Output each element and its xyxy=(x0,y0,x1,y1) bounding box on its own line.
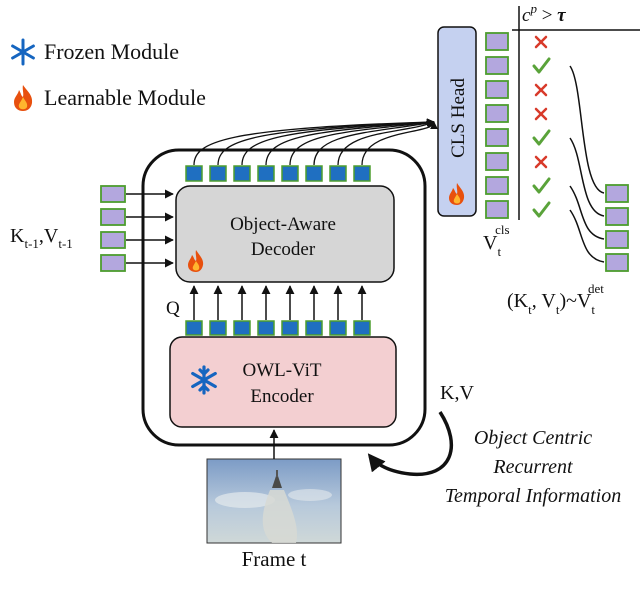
snowflake-icon xyxy=(8,38,38,66)
recurrent-arrow xyxy=(367,411,454,476)
selection-curve xyxy=(569,209,605,263)
object-aware-decoder xyxy=(175,185,395,283)
threshold-condition: cp > τ xyxy=(522,1,566,26)
encoder-token xyxy=(257,320,275,336)
decoder-to-cls-arrow xyxy=(193,118,435,166)
selection-curve xyxy=(569,137,605,217)
owl-vit-encoder xyxy=(169,336,397,428)
detected-token xyxy=(605,253,629,272)
kv-label: K,V xyxy=(440,382,474,404)
decoder-token xyxy=(329,165,347,182)
selection-curves xyxy=(569,65,605,263)
decoder-token xyxy=(353,165,371,182)
previous-kv-tokens xyxy=(100,185,174,272)
query-arrows xyxy=(189,285,367,320)
legend-learnable: Learnable Module xyxy=(8,84,206,112)
decoder-title-line2: Decoder xyxy=(251,239,316,260)
query-label: Q xyxy=(166,298,180,319)
encoder-snowflake-icon xyxy=(191,365,217,395)
encoder-token xyxy=(353,320,371,336)
flame-icon xyxy=(8,84,38,112)
encoder-output-tokens xyxy=(185,320,371,336)
frame-image xyxy=(206,458,342,544)
detected-token xyxy=(605,230,629,249)
detected-token xyxy=(605,184,629,203)
classification-marks xyxy=(532,35,551,218)
decoder-token xyxy=(185,165,203,182)
decoder-to-cls-arrow xyxy=(337,120,435,166)
encoder-title-line1: OWL-ViT xyxy=(242,360,321,381)
prev-kv-token xyxy=(100,185,126,203)
cls-token xyxy=(485,200,509,219)
decoder-token xyxy=(305,165,323,182)
decoder-to-cls-arrow xyxy=(241,118,435,166)
det-label: (Kt, Vt)~Vtdet xyxy=(507,281,604,317)
frame-label: Frame t xyxy=(242,547,307,571)
encoder-token xyxy=(233,320,251,336)
encoder-token xyxy=(281,320,299,336)
cls-token xyxy=(485,152,509,171)
cls-head-flame-icon xyxy=(449,183,465,205)
recurrent-line1: Object Centric xyxy=(474,427,592,449)
encoder-token xyxy=(209,320,227,336)
decoder-token xyxy=(233,165,251,182)
cls-token xyxy=(485,80,509,99)
decoder-token xyxy=(281,165,299,182)
cls-output-tokens xyxy=(485,32,509,219)
encoder-token xyxy=(185,320,203,336)
legend-learnable-label: Learnable Module xyxy=(44,85,206,110)
cls-token xyxy=(485,32,509,51)
decoder-output-tokens xyxy=(185,165,371,182)
cls-head xyxy=(437,26,477,217)
recurrent-line2: Recurrent xyxy=(492,456,573,478)
cls-token xyxy=(485,104,509,123)
prev-kv-token xyxy=(100,231,126,249)
reject-cross-icon xyxy=(534,107,548,121)
reject-cross-icon xyxy=(534,83,548,97)
decoder-token xyxy=(209,165,227,182)
encoder-token xyxy=(329,320,347,336)
accept-check-icon xyxy=(532,57,551,74)
cls-head-label: CLS Head xyxy=(448,78,469,158)
decoder-to-cls-arrow xyxy=(217,118,435,166)
decoder-title-line1: Object-Aware xyxy=(230,214,336,235)
accept-check-icon xyxy=(532,177,551,194)
reject-cross-icon xyxy=(534,35,548,49)
accept-check-icon xyxy=(532,201,551,218)
prev-kv-token xyxy=(100,208,126,226)
selection-curve xyxy=(569,185,605,240)
encoder-token xyxy=(305,320,323,336)
decoder-to-cls-arrow xyxy=(289,118,435,166)
decoder-to-cls-arrow xyxy=(361,121,438,166)
accept-check-icon xyxy=(532,129,551,146)
vcls-label: Vtcls xyxy=(483,222,510,259)
cls-token xyxy=(485,176,509,195)
legend-frozen-label: Frozen Module xyxy=(44,39,180,64)
decoder-to-cls-arrow xyxy=(313,119,435,166)
reject-cross-icon xyxy=(534,155,548,169)
legend-frozen: Frozen Module xyxy=(8,38,179,66)
prev-kv-token xyxy=(100,254,126,272)
cls-token xyxy=(485,56,509,75)
detected-token xyxy=(605,207,629,226)
cls-token xyxy=(485,128,509,147)
encoder-title-line2: Encoder xyxy=(250,386,314,407)
recurrent-line3: Temporal Information xyxy=(445,485,622,507)
decoder-token xyxy=(257,165,275,182)
selection-curve xyxy=(569,65,605,194)
decoder-to-cls-arrows xyxy=(193,118,438,166)
model-container xyxy=(141,148,427,447)
decoder-flame-icon xyxy=(188,250,204,272)
prev-kv-label: Kt-1,Vt-1 xyxy=(10,225,73,251)
decoder-to-cls-arrow xyxy=(265,118,435,166)
detected-tokens xyxy=(605,184,629,272)
